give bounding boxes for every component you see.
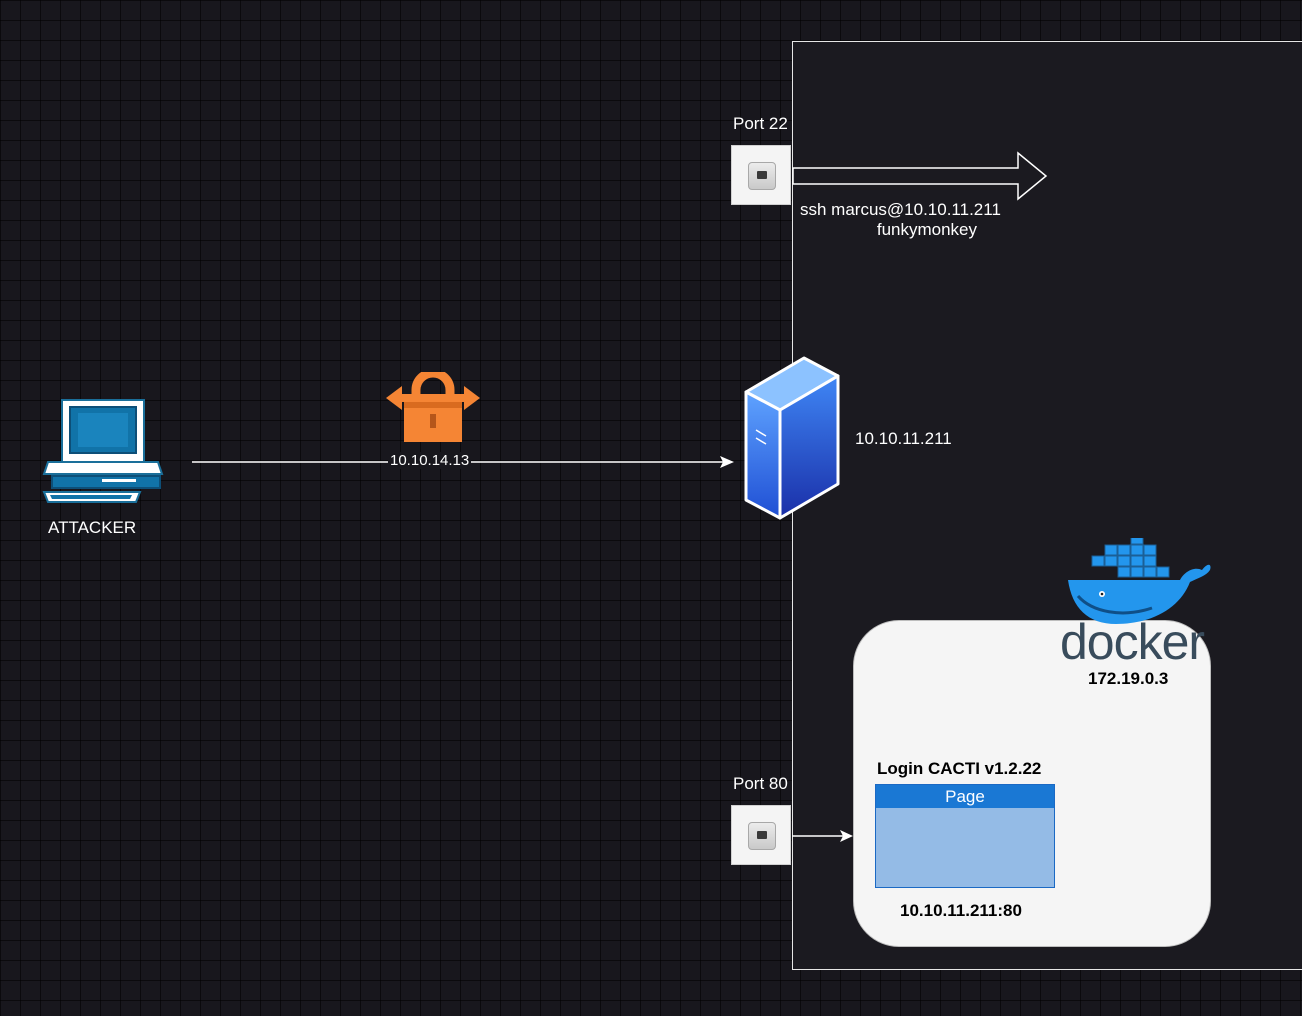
ssh-command-label: ssh marcus@10.10.11.211 funkymonkey: [800, 200, 1001, 240]
ssh-arrow: [792, 151, 1048, 201]
ethernet-port-icon: [748, 162, 776, 190]
http-arrow: [792, 830, 853, 842]
server-ip-label: 10.10.11.211: [855, 429, 952, 448]
ssh-command: ssh marcus@10.10.11.211: [800, 200, 1001, 219]
docker-wordmark: docker: [1060, 614, 1205, 670]
docker-ip-label: 172.19.0.3: [1088, 669, 1169, 688]
ethernet-port-icon: [748, 822, 776, 850]
cacti-page-card: Page: [875, 784, 1055, 888]
docker-whale-icon: [1068, 538, 1211, 624]
docker-container: [853, 620, 1211, 947]
page-card-header: Page: [876, 785, 1054, 808]
computer-terminal-icon: [42, 399, 164, 503]
cacti-address: 10.10.11.211:80: [900, 901, 1022, 920]
ssh-password: funkymonkey: [876, 220, 978, 239]
vpn-lock-icon: [386, 372, 480, 442]
attacker-label: ATTACKER: [48, 518, 137, 537]
port-22-label: Port 22: [733, 114, 788, 133]
port-22-box: [731, 145, 791, 205]
cacti-title: Login CACTI v1.2.22: [877, 759, 1042, 778]
port-80-label: Port 80: [733, 774, 788, 793]
connection-label: 10.10.14.13: [388, 452, 472, 469]
port-80-box: [731, 805, 791, 865]
server-tower-icon: [744, 356, 840, 520]
